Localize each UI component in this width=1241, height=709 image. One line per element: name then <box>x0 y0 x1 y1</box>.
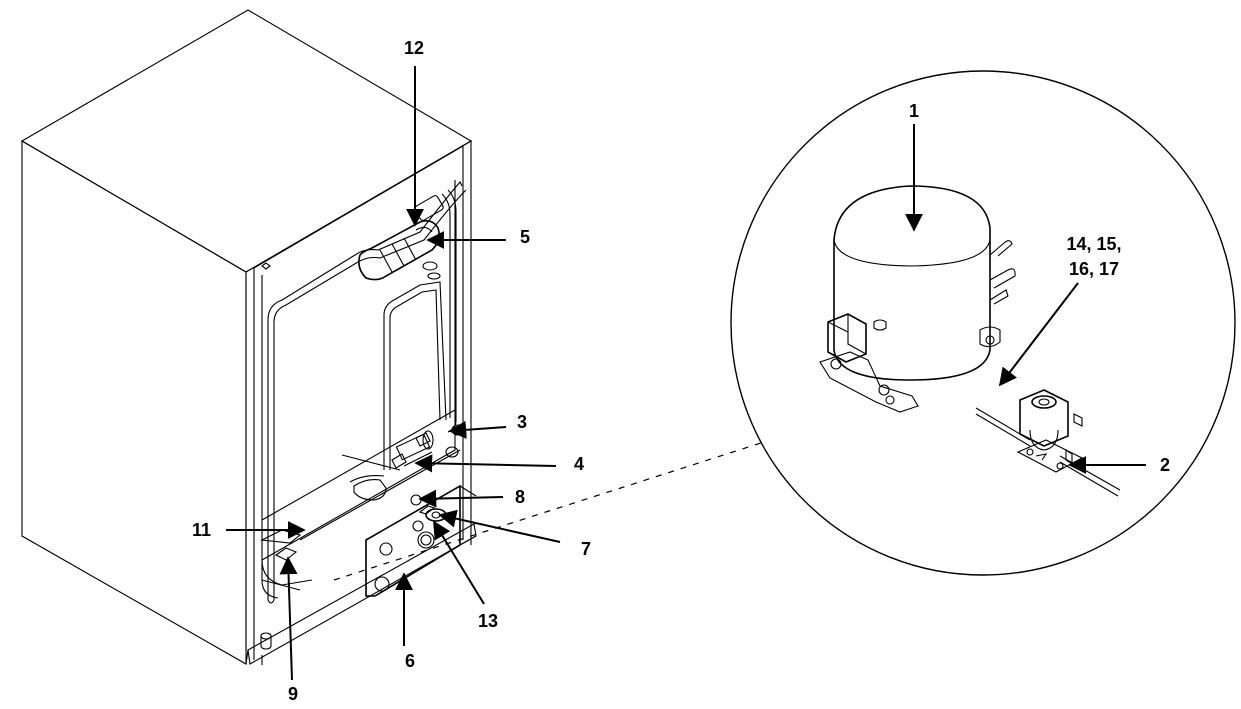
accumulator-assembly <box>358 195 444 281</box>
callout-13: 13 <box>478 611 498 631</box>
compressor-drawing <box>819 185 1016 413</box>
callout-7: 7 <box>581 539 591 559</box>
callout-12: 12 <box>404 38 424 58</box>
leader-3 <box>448 420 507 439</box>
leader-lines <box>226 66 1146 681</box>
callout-11: 11 <box>192 520 211 540</box>
refrigerator-cabinet <box>20 9 477 665</box>
callout-8: 8 <box>515 487 525 507</box>
callout-1: 1 <box>909 101 919 121</box>
leader-4 <box>414 454 557 473</box>
callout-5: 5 <box>520 227 530 247</box>
leader-8 <box>418 489 504 508</box>
callout-2: 2 <box>1160 455 1170 475</box>
callout-9: 9 <box>288 684 298 704</box>
leader-9 <box>279 556 298 681</box>
callout-6: 6 <box>405 651 415 671</box>
callout-4: 4 <box>574 454 584 474</box>
leader-14-17 <box>998 282 1079 387</box>
leader-7 <box>438 509 561 543</box>
leader-13 <box>433 520 485 605</box>
electrical-bracket <box>365 484 477 597</box>
detail-connection-line <box>333 441 765 581</box>
callout-labels: 12 5 3 4 8 7 13 6 9 11 1 14, 15, 16, 17 … <box>192 38 1170 704</box>
detail-circle <box>730 70 1236 576</box>
callout-14-15: 14, 15, <box>1066 234 1121 254</box>
callout-3: 3 <box>517 412 527 432</box>
callout-16-17: 16, 17 <box>1069 259 1119 279</box>
